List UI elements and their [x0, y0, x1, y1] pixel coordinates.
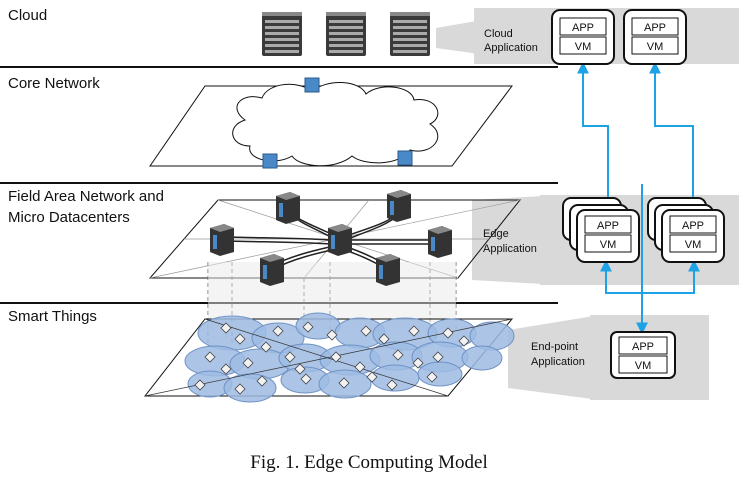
micro-datacenter-server-icon: [376, 254, 400, 286]
edge-callout-wedge: [472, 195, 560, 285]
micro-datacenter-server-icon: [328, 224, 352, 256]
endpoint-callout-wedge: [508, 315, 600, 400]
micro-datacenter-server-icon: [260, 254, 284, 286]
cloud-server-icon: [390, 12, 430, 56]
cloud-app-label: APP: [644, 22, 666, 34]
cloud-app-label-line1: Cloud: [484, 28, 513, 40]
cloud-vm-label: VM: [575, 41, 592, 53]
endpoint-app-label: APP: [632, 341, 654, 353]
endpoint-app-label-line2: Application: [531, 356, 585, 368]
cloud-app-label: APP: [572, 22, 594, 34]
layer-label-field-line2: Micro Datacenters: [8, 209, 130, 226]
endpoint-vm-label: VM: [635, 360, 652, 372]
edge-app-label: APP: [682, 220, 704, 232]
micro-datacenter-server-icon: [428, 226, 452, 258]
core-router-node: [262, 153, 278, 169]
micro-datacenter-server-icon: [387, 190, 411, 222]
figure-caption: Fig. 1. Edge Computing Model: [250, 452, 488, 473]
layer-label-cloud: Cloud: [8, 7, 47, 24]
layer-label-core-network: Core Network: [8, 75, 100, 92]
edge-app-vm-stack: [647, 197, 725, 263]
cloud-app-vm-stack: [623, 9, 687, 65]
core-network-plane: [149, 85, 513, 167]
smart-things-coverage: [184, 312, 515, 403]
cloud-vm-label: VM: [647, 41, 664, 53]
cloud-app-vm-stack: [551, 9, 615, 65]
cloud-server-icon: [326, 12, 366, 56]
endpoint-app-vm-stack: [610, 331, 676, 379]
layer-label-smart-things: Smart Things: [8, 308, 97, 325]
cloud-server-icon: [262, 12, 302, 56]
cloud-app-label-line2: Application: [484, 42, 538, 54]
edge-vm-label: VM: [600, 239, 617, 251]
layer-label-field-line1: Field Area Network and: [8, 188, 164, 205]
endpoint-app-label-line1: End-point: [531, 341, 578, 353]
edge-app-vm-stack: [562, 197, 640, 263]
edge-vm-label: VM: [685, 239, 702, 251]
core-router-node: [397, 150, 413, 166]
micro-datacenter-server-icon: [210, 224, 234, 256]
edge-app-label: APP: [597, 220, 619, 232]
core-network-cloud-icon: [232, 81, 439, 167]
core-router-node: [304, 77, 320, 93]
app-connection-arrows: [577, 61, 700, 335]
micro-datacenter-server-icon: [276, 192, 300, 224]
edge-app-label-line2: Application: [483, 243, 537, 255]
edge-app-label-line1: Edge: [483, 228, 509, 240]
smart-device-diamonds: [194, 321, 470, 395]
